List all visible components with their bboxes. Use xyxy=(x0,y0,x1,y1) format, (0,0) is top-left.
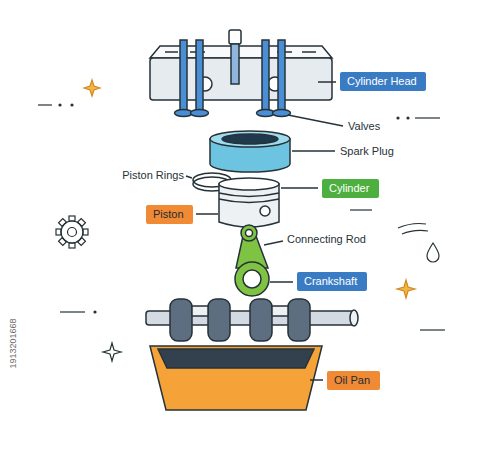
head-top xyxy=(150,46,332,58)
connecting-rod-figure xyxy=(235,225,293,296)
gear-tooth xyxy=(59,219,67,227)
gear-tooth xyxy=(78,219,86,227)
wind-lines xyxy=(398,224,428,235)
oil-pan-figure xyxy=(150,346,323,410)
leader-line xyxy=(264,241,283,245)
piston-crown xyxy=(219,178,279,190)
part-name: Cylinder xyxy=(329,182,372,195)
crank-web xyxy=(208,299,230,341)
oil-drop xyxy=(427,243,439,262)
gear-icon xyxy=(56,216,88,248)
leader-line xyxy=(292,150,335,152)
gear-tooth xyxy=(78,238,86,246)
pan-body xyxy=(150,346,322,410)
sparkle xyxy=(103,343,121,361)
dash xyxy=(350,209,372,210)
crank-pin xyxy=(192,306,208,316)
part-name: Oil Pan xyxy=(334,374,373,387)
leader-line xyxy=(270,281,293,283)
label-box: Cylinder Head xyxy=(340,72,426,91)
part-name: Cylinder Head xyxy=(347,75,419,88)
spark-plug-body xyxy=(231,44,239,84)
part-label: Valves xyxy=(348,120,380,133)
sleeve-bore xyxy=(222,134,278,144)
valve-stem xyxy=(196,40,203,112)
valve-head xyxy=(191,110,209,117)
watermark-number: 1913201668 xyxy=(7,318,20,368)
pan-interior xyxy=(158,349,314,368)
label-box: Oil Pan xyxy=(327,371,380,390)
gear-tooth xyxy=(69,216,75,221)
dot xyxy=(406,116,409,119)
label-box: Crankshaft xyxy=(297,272,367,291)
sleeve-figure xyxy=(210,131,335,172)
dot xyxy=(70,103,73,106)
label-box: Cylinder xyxy=(322,179,379,198)
decor xyxy=(38,80,445,361)
piston-figure xyxy=(196,178,318,227)
valve-stem xyxy=(262,40,269,112)
part-label: Connecting Rod xyxy=(287,233,366,246)
leader-line xyxy=(186,176,192,178)
dash xyxy=(415,117,440,118)
shaft-end xyxy=(350,310,358,326)
dot xyxy=(93,310,96,313)
gear-tooth xyxy=(56,229,61,235)
label-box: Piston xyxy=(146,205,193,224)
dash xyxy=(60,311,85,312)
rod-small-hole xyxy=(246,230,253,237)
leader-line xyxy=(318,81,336,83)
cylinder-head-figure xyxy=(150,30,343,126)
crank-web xyxy=(250,299,272,341)
leader-line xyxy=(288,115,343,126)
crank-pin xyxy=(272,306,288,316)
rod-small-end xyxy=(241,225,257,241)
gear-tooth xyxy=(83,229,88,235)
gear-teeth xyxy=(56,216,88,248)
part-name: Crankshaft xyxy=(304,275,360,288)
leader-line xyxy=(196,213,218,215)
leader-line xyxy=(310,379,323,381)
dot xyxy=(396,116,399,119)
gear-tooth xyxy=(69,243,75,248)
sleeve-top xyxy=(210,131,290,147)
valve-stem xyxy=(180,40,187,112)
dash xyxy=(420,329,445,330)
crank-web xyxy=(170,299,192,341)
valve-head xyxy=(273,110,291,117)
rod-big-end xyxy=(235,262,269,296)
part-label: Piston Rings xyxy=(122,169,184,182)
crankshaft-figure xyxy=(146,299,358,341)
gear-hole xyxy=(68,228,77,237)
pin-hole xyxy=(260,206,270,216)
leader-line xyxy=(281,187,318,189)
dash xyxy=(38,104,52,105)
gear-tooth xyxy=(59,238,67,246)
part-label: Spark Plug xyxy=(340,145,394,158)
ring-grooves xyxy=(219,193,279,203)
head-body xyxy=(150,58,332,100)
sparkle xyxy=(397,280,415,298)
sparkle xyxy=(84,80,100,96)
rod-big-hole xyxy=(243,270,261,288)
part-name: Piston xyxy=(153,208,186,221)
spark-plug-top xyxy=(229,30,241,44)
dot xyxy=(58,103,61,106)
valve-stem xyxy=(278,40,285,112)
crank-web xyxy=(288,299,310,341)
